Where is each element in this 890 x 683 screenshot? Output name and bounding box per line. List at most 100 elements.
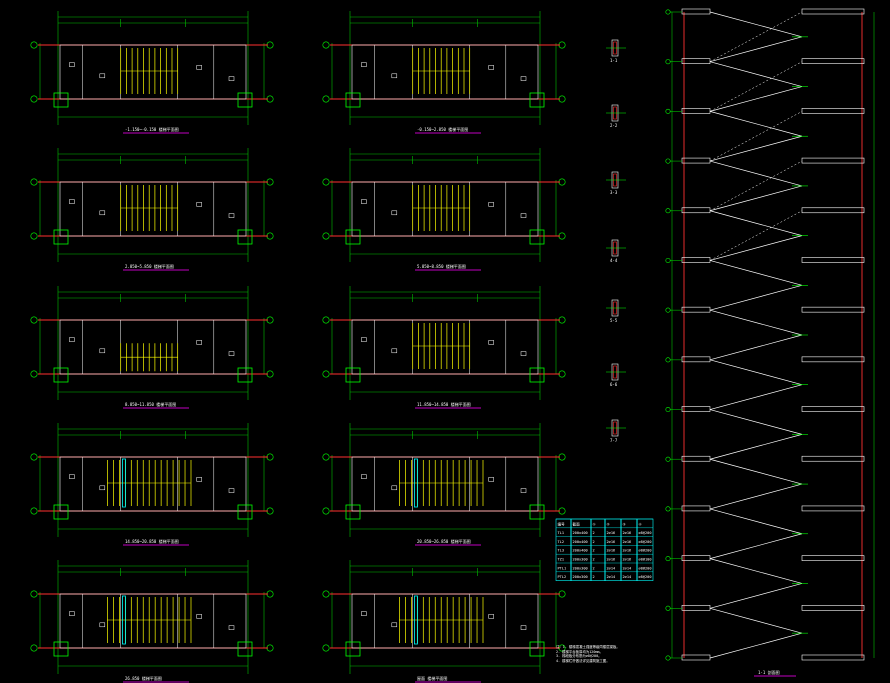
plan-title: 26.850 楼梯平面图 [125,675,162,681]
stair-flight-hidden [709,160,803,211]
table-cell: TZ1 [558,558,565,562]
column [237,367,253,383]
axis-bubble [322,95,330,103]
wall-outline [59,593,247,649]
floor-slab [801,406,865,412]
stair-flight [709,607,803,634]
table-cell: ⌀8@200 [639,566,652,570]
table-cell: 2⌀16 [623,540,632,544]
fixture-mark [196,340,202,345]
level-bubble [665,605,671,611]
axis-bubble [30,644,38,652]
fixture-mark [488,477,494,482]
landing-slab [681,555,711,561]
fixture-mark [520,488,527,493]
level-bubble [665,456,671,462]
plan-view: 屋面 楼梯平面图 [322,560,566,683]
axis-bubble [322,370,330,378]
table-cell: 2⌀16 [607,531,616,535]
landing-slab [681,257,711,263]
fixture-mark [361,199,367,204]
floor-slab [801,8,865,15]
stair-flight [709,61,803,87]
stair-flight-hidden [709,11,803,62]
section-detail: 2-2 [606,104,626,128]
fixture-mark [69,199,75,204]
stair-flight [709,160,803,187]
table-cell: TL3 [558,549,565,553]
plan-title: -0.150~2.850 楼梯平面图 [417,126,468,132]
stair-flight [709,384,803,410]
axis-bubble [322,41,330,49]
fixture-mark [520,351,527,356]
table-cell: ⌀8@100 [639,558,652,562]
stair-flight [709,483,803,510]
detail-label: 4-4 [610,258,618,263]
column [345,367,361,383]
section-title: 1-1 剖面图 [758,669,780,675]
section-detail: 7-7 [606,419,626,443]
axis-bubble [322,507,330,515]
plan-title: -1.150~-0.150 楼梯平面图 [125,126,179,132]
table-cell: 200x400 [573,540,588,544]
column [53,229,69,245]
table-cell: TL2 [558,540,565,544]
axis-bubble [30,95,38,103]
wall-outline [351,593,539,649]
table-cell: 2⌀16 [607,540,616,544]
plan-title: 14.850~20.850 楼梯平面图 [125,538,179,544]
table-cell: ② [607,522,611,526]
fixture-mark [228,213,235,218]
table-cell: 编号 [558,521,566,526]
fixture-mark [520,213,527,218]
floor-slab [801,207,865,214]
landing-slab [681,605,711,611]
axis-bubble [30,453,38,461]
stair-flight [709,508,803,535]
general-notes: 注：1. 楼梯混凝土强度等级同楼层梁板。 2. 楼梯平台板厚均为120mm。 3… [556,645,666,663]
table-cell: PTL2 [558,575,567,579]
table-cell: 2 [593,540,595,544]
fixture-mark [99,348,106,354]
fixture-mark [488,340,494,345]
plan-view: 5.850~8.850 楼梯平面图 [322,148,566,271]
table-cell: 2⌀16 [623,531,632,535]
landing-slab [681,306,711,313]
handrail-marker [414,458,418,508]
floor-slab [801,58,865,64]
note-line: 注：1. 楼梯混凝土强度等级同楼层梁板。 [556,645,620,649]
fixture-mark [69,62,75,67]
landing-slab [681,8,711,15]
table-cell: ⌀8@200 [639,540,652,544]
stair-flight [709,434,803,460]
fixture-mark [488,614,494,619]
stair-section-view: 1-1 剖面图 [665,8,875,677]
fixture-mark [361,62,367,67]
axis-bubble [322,453,330,461]
table-cell: 2 [593,531,595,535]
level-bubble [665,357,671,363]
plan-title: 20.850~26.850 楼梯平面图 [417,538,471,544]
fixture-mark [99,622,106,628]
floor-slab [801,257,865,263]
table-cell: 2⌀14 [623,566,632,570]
fixture-mark [361,611,367,616]
column [237,229,253,245]
handrail-marker [122,595,126,645]
table-cell: ④ [639,522,643,526]
table-cell: 2 [593,549,595,553]
column [53,92,69,108]
wall-outline [59,181,247,237]
note-line: 4. 楼梯栏杆做法详见建筑施工图。 [556,658,610,663]
column [53,504,69,520]
table-cell: 200x400 [573,549,588,553]
axis-bubble [30,590,38,598]
table-cell: 200x400 [573,531,588,535]
table-cell: 2⌀16 [623,558,632,562]
floor-slab [801,455,865,462]
column [237,504,253,520]
plan-view: 11.850~14.850 楼梯平面图 [322,286,566,409]
section-detail: 1-1 [606,39,626,63]
